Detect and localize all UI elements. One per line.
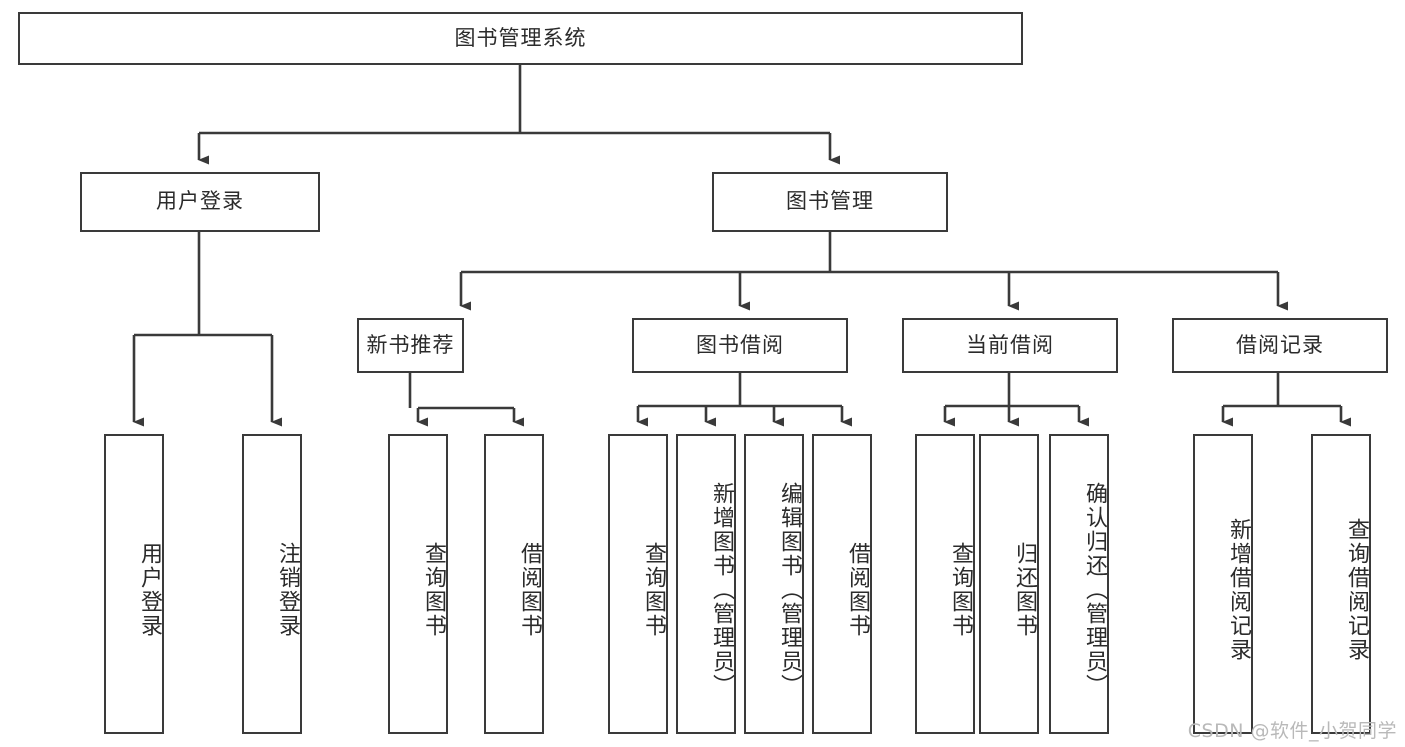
node-root-book-management-system[interactable]: 图书管理系统 [18, 12, 1023, 65]
node-label: 借阅图书 [845, 542, 870, 638]
leaf-current-borrow-return-book[interactable]: 归还图书 [979, 434, 1039, 734]
node-label: 当前借阅 [966, 332, 1054, 357]
node-label: 用户登录 [156, 189, 244, 214]
node-label: 借阅图书 [517, 542, 542, 638]
node-label: 用户登录 [137, 542, 162, 638]
leaf-book-borrow-borrow-book[interactable]: 借阅图书 [812, 434, 872, 734]
node-borrow-record[interactable]: 借阅记录 [1172, 318, 1388, 373]
node-label: 图书管理 [786, 189, 874, 214]
node-label: 注销登录 [275, 542, 300, 638]
leaf-borrow-record-query-record[interactable]: 查询借阅记录 [1311, 434, 1371, 734]
node-label: 查询图书 [948, 542, 973, 638]
node-book-management[interactable]: 图书管理 [712, 172, 948, 232]
node-new-book-recommend[interactable]: 新书推荐 [357, 318, 464, 373]
leaf-new-book-borrow-book[interactable]: 借阅图书 [484, 434, 544, 734]
node-label: 新增图书（管理员） [709, 482, 734, 698]
node-current-borrow[interactable]: 当前借阅 [902, 318, 1118, 373]
leaf-book-borrow-add-book[interactable]: 新增图书（管理员） [676, 434, 736, 734]
leaf-user-login-login[interactable]: 用户登录 [104, 434, 164, 734]
node-label: 借阅记录 [1236, 332, 1324, 357]
leaf-book-borrow-query-book[interactable]: 查询图书 [608, 434, 668, 734]
node-book-borrow[interactable]: 图书借阅 [632, 318, 848, 373]
leaf-user-login-logout[interactable]: 注销登录 [242, 434, 302, 734]
leaf-current-borrow-query-book[interactable]: 查询图书 [915, 434, 975, 734]
node-label: 查询图书 [641, 542, 666, 638]
leaf-book-borrow-edit-book[interactable]: 编辑图书（管理员） [744, 434, 804, 734]
node-label: 新增借阅记录 [1226, 518, 1251, 662]
leaf-current-borrow-confirm-return[interactable]: 确认归还（管理员） [1049, 434, 1109, 734]
node-label: 查询借阅记录 [1344, 518, 1369, 662]
leaf-new-book-query-book[interactable]: 查询图书 [388, 434, 448, 734]
node-label: 图书借阅 [696, 332, 784, 357]
node-label: 新书推荐 [366, 332, 455, 357]
node-label: 图书管理系统 [454, 25, 587, 50]
node-label: 归还图书 [1012, 542, 1037, 638]
node-user-login[interactable]: 用户登录 [80, 172, 320, 232]
node-label: 确认归还（管理员） [1082, 482, 1107, 698]
node-label: 编辑图书（管理员） [777, 482, 802, 698]
node-label: 查询图书 [421, 542, 446, 638]
leaf-borrow-record-add-record[interactable]: 新增借阅记录 [1193, 434, 1253, 734]
